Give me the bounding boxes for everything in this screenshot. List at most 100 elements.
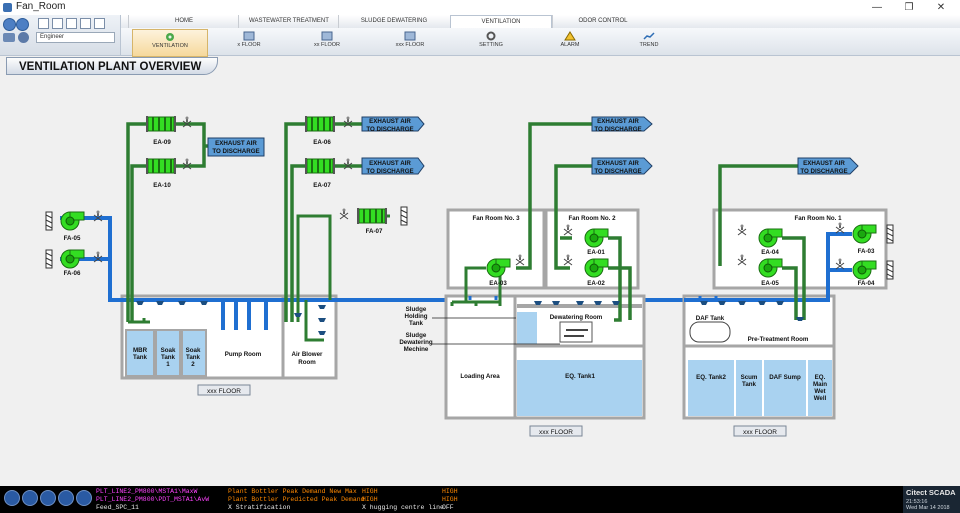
setting-icon bbox=[486, 31, 496, 41]
forward-icon[interactable] bbox=[16, 18, 29, 31]
exhaust-label-line2: TO DISCHARGE bbox=[800, 168, 847, 175]
alarm-list-icon[interactable] bbox=[76, 490, 92, 506]
eq-main-wet-well-label: Well bbox=[814, 395, 827, 402]
floor-button-label: xxx FLOOR bbox=[743, 429, 777, 436]
soak-tank2-label: Soak bbox=[186, 347, 201, 354]
pump-room-label: Pump Room bbox=[225, 351, 262, 358]
subnav-ventilation[interactable]: VENTILATION bbox=[132, 29, 208, 57]
fan-fa07[interactable] bbox=[356, 207, 388, 225]
logon-icon[interactable] bbox=[3, 33, 15, 42]
alarm-state: OFF bbox=[442, 504, 454, 511]
window-title-bar: Fan_Room — ❐ ✕ bbox=[0, 0, 960, 16]
ventilation-icon bbox=[166, 33, 174, 41]
floor-button[interactable]: xxx FLOOR bbox=[529, 425, 583, 437]
exhaust-label-line2: TO DISCHARGE bbox=[212, 148, 259, 155]
home-icon[interactable] bbox=[66, 18, 77, 29]
screen-icon[interactable] bbox=[80, 18, 91, 29]
sludge-dewatering-machine-label: Mechine bbox=[404, 346, 429, 353]
window-title: Fan_Room bbox=[16, 1, 66, 12]
fan-room-3-label: Fan Room No. 3 bbox=[472, 215, 520, 222]
subnav-trend[interactable]: TREND bbox=[612, 29, 686, 55]
air-blower-room-label: Air Blower bbox=[292, 351, 324, 358]
floor-button[interactable]: xxx FLOOR bbox=[733, 425, 787, 437]
alarm-ack-icon[interactable] bbox=[22, 490, 38, 506]
exhaust-label-line1: EXHAUST AIR bbox=[369, 160, 411, 167]
dewatering-machine-icon bbox=[559, 321, 593, 343]
subnav-x-floor[interactable]: x FLOOR bbox=[212, 29, 286, 55]
alarm-page-icon[interactable] bbox=[58, 490, 74, 506]
close-button[interactable]: ✕ bbox=[936, 2, 946, 13]
tab-wastewater-treatment[interactable]: WASTEWATER TREATMENT bbox=[238, 15, 339, 28]
tab-odor-control[interactable]: ODOR CONTROL bbox=[552, 15, 653, 28]
fan-ea06[interactable] bbox=[304, 115, 336, 133]
fan-fa07-label: FA-07 bbox=[366, 228, 383, 235]
floor-icon bbox=[321, 31, 333, 41]
app-icon bbox=[3, 3, 12, 12]
fan-ea09-label: EA-09 bbox=[153, 139, 171, 146]
dewatering-room-label: Dewatering Room bbox=[550, 314, 603, 321]
minimize-button[interactable]: — bbox=[872, 2, 882, 13]
subnav-setting[interactable]: SETTING bbox=[454, 29, 528, 55]
user-select[interactable]: Engineer bbox=[36, 32, 115, 43]
fan-fa05-label: FA-05 bbox=[64, 235, 81, 242]
sludge-dewatering-machine-label: Dewatering bbox=[399, 339, 433, 346]
tab-ventilation[interactable]: VENTILATION bbox=[450, 15, 552, 29]
user-icon[interactable] bbox=[18, 32, 29, 43]
maximize-button[interactable]: ❐ bbox=[904, 2, 914, 13]
eq-main-wet-well-label: EQ. bbox=[815, 374, 826, 381]
scum-tank-label: Tank bbox=[742, 381, 757, 388]
back-icon[interactable] bbox=[3, 18, 16, 31]
fan-room-1-label: Fan Room No. 1 bbox=[794, 215, 842, 222]
loading-area-label: Loading Area bbox=[460, 373, 500, 380]
fan-ea01-label: EA-01 bbox=[587, 249, 605, 256]
fan-ea03-label: EA-03 bbox=[489, 280, 507, 287]
floor-button[interactable]: xxx FLOOR bbox=[197, 384, 251, 396]
alarm-state: HIGH bbox=[442, 496, 458, 503]
clock-date: Wed Mar 14 2018 bbox=[906, 505, 950, 511]
brand-name: Citect SCADA bbox=[906, 488, 956, 497]
fan-room-2-label: Fan Room No. 2 bbox=[568, 215, 616, 222]
subnav-xx-floor[interactable]: xx FLOOR bbox=[290, 29, 364, 55]
subnav-xxx-floor[interactable]: xxx FLOOR bbox=[373, 29, 447, 55]
tab-sludge-dewatering[interactable]: SLUDGE DEWATERING bbox=[338, 15, 449, 28]
alarm-scroll-icon[interactable] bbox=[4, 490, 20, 506]
subnav-alarm[interactable]: ALARM bbox=[533, 29, 607, 55]
sludge-holding-tank-label: Holding bbox=[404, 313, 427, 320]
eq-main-wet-well-label: Wet bbox=[814, 388, 825, 395]
ventilation-diagram: EXHAUST AIR TO DISCHARGE EXHAUST AIR TO … bbox=[45, 115, 894, 437]
fan-fa03-label: FA-03 bbox=[858, 248, 875, 255]
exhaust-label-line2: TO DISCHARGE bbox=[594, 126, 641, 133]
exhaust-label-line2: TO DISCHARGE bbox=[594, 168, 641, 175]
fan-fa05[interactable] bbox=[60, 211, 85, 231]
soak-tank1-label: Tank bbox=[161, 354, 176, 361]
fan-fa04-label: FA-04 bbox=[858, 280, 875, 287]
fan-ea09[interactable] bbox=[145, 115, 177, 133]
fan-ea02-label: EA-02 bbox=[587, 280, 605, 287]
fan-ea06-label: EA-06 bbox=[313, 139, 331, 146]
eq-tank2-label: EQ. Tank2 bbox=[696, 374, 726, 381]
exhaust-label-line1: EXHAUST AIR bbox=[803, 160, 845, 167]
alarm-banner bbox=[0, 486, 960, 513]
help-icon[interactable] bbox=[94, 18, 105, 29]
alarm-tag[interactable]: PLT_LINE2_PM800\PDT_MSTA1\AvW bbox=[96, 496, 210, 503]
window-icon[interactable] bbox=[38, 18, 49, 29]
subnav-label: SETTING bbox=[479, 42, 503, 48]
scum-tank-label: Scum bbox=[741, 374, 758, 381]
floor-icon bbox=[243, 31, 255, 41]
alarm-level: X hugging centre line bbox=[362, 504, 444, 511]
exhaust-label-line2: TO DISCHARGE bbox=[366, 126, 413, 133]
fan-ea05-label: EA-05 bbox=[761, 280, 779, 287]
eq-main-wet-well-label: Main bbox=[813, 381, 827, 388]
print-icon[interactable] bbox=[52, 18, 63, 29]
fan-ea07[interactable] bbox=[304, 157, 336, 175]
toolbox bbox=[0, 15, 121, 55]
floor-button-label: xxx FLOOR bbox=[207, 388, 241, 395]
exhaust-label-line1: EXHAUST AIR bbox=[597, 160, 639, 167]
alarm-silence-icon[interactable] bbox=[40, 490, 56, 506]
clock-time: 21:53:16 bbox=[906, 499, 928, 505]
alarm-tag[interactable]: PLT_LINE2_PM800\MSTA1\MaxW bbox=[96, 488, 198, 495]
tab-home[interactable]: HOME bbox=[128, 15, 239, 28]
fan-ea10[interactable] bbox=[145, 157, 177, 175]
soak-tank2-label: 2 bbox=[191, 361, 195, 368]
alarm-tag[interactable]: Feed_SPC_11 bbox=[96, 504, 139, 511]
